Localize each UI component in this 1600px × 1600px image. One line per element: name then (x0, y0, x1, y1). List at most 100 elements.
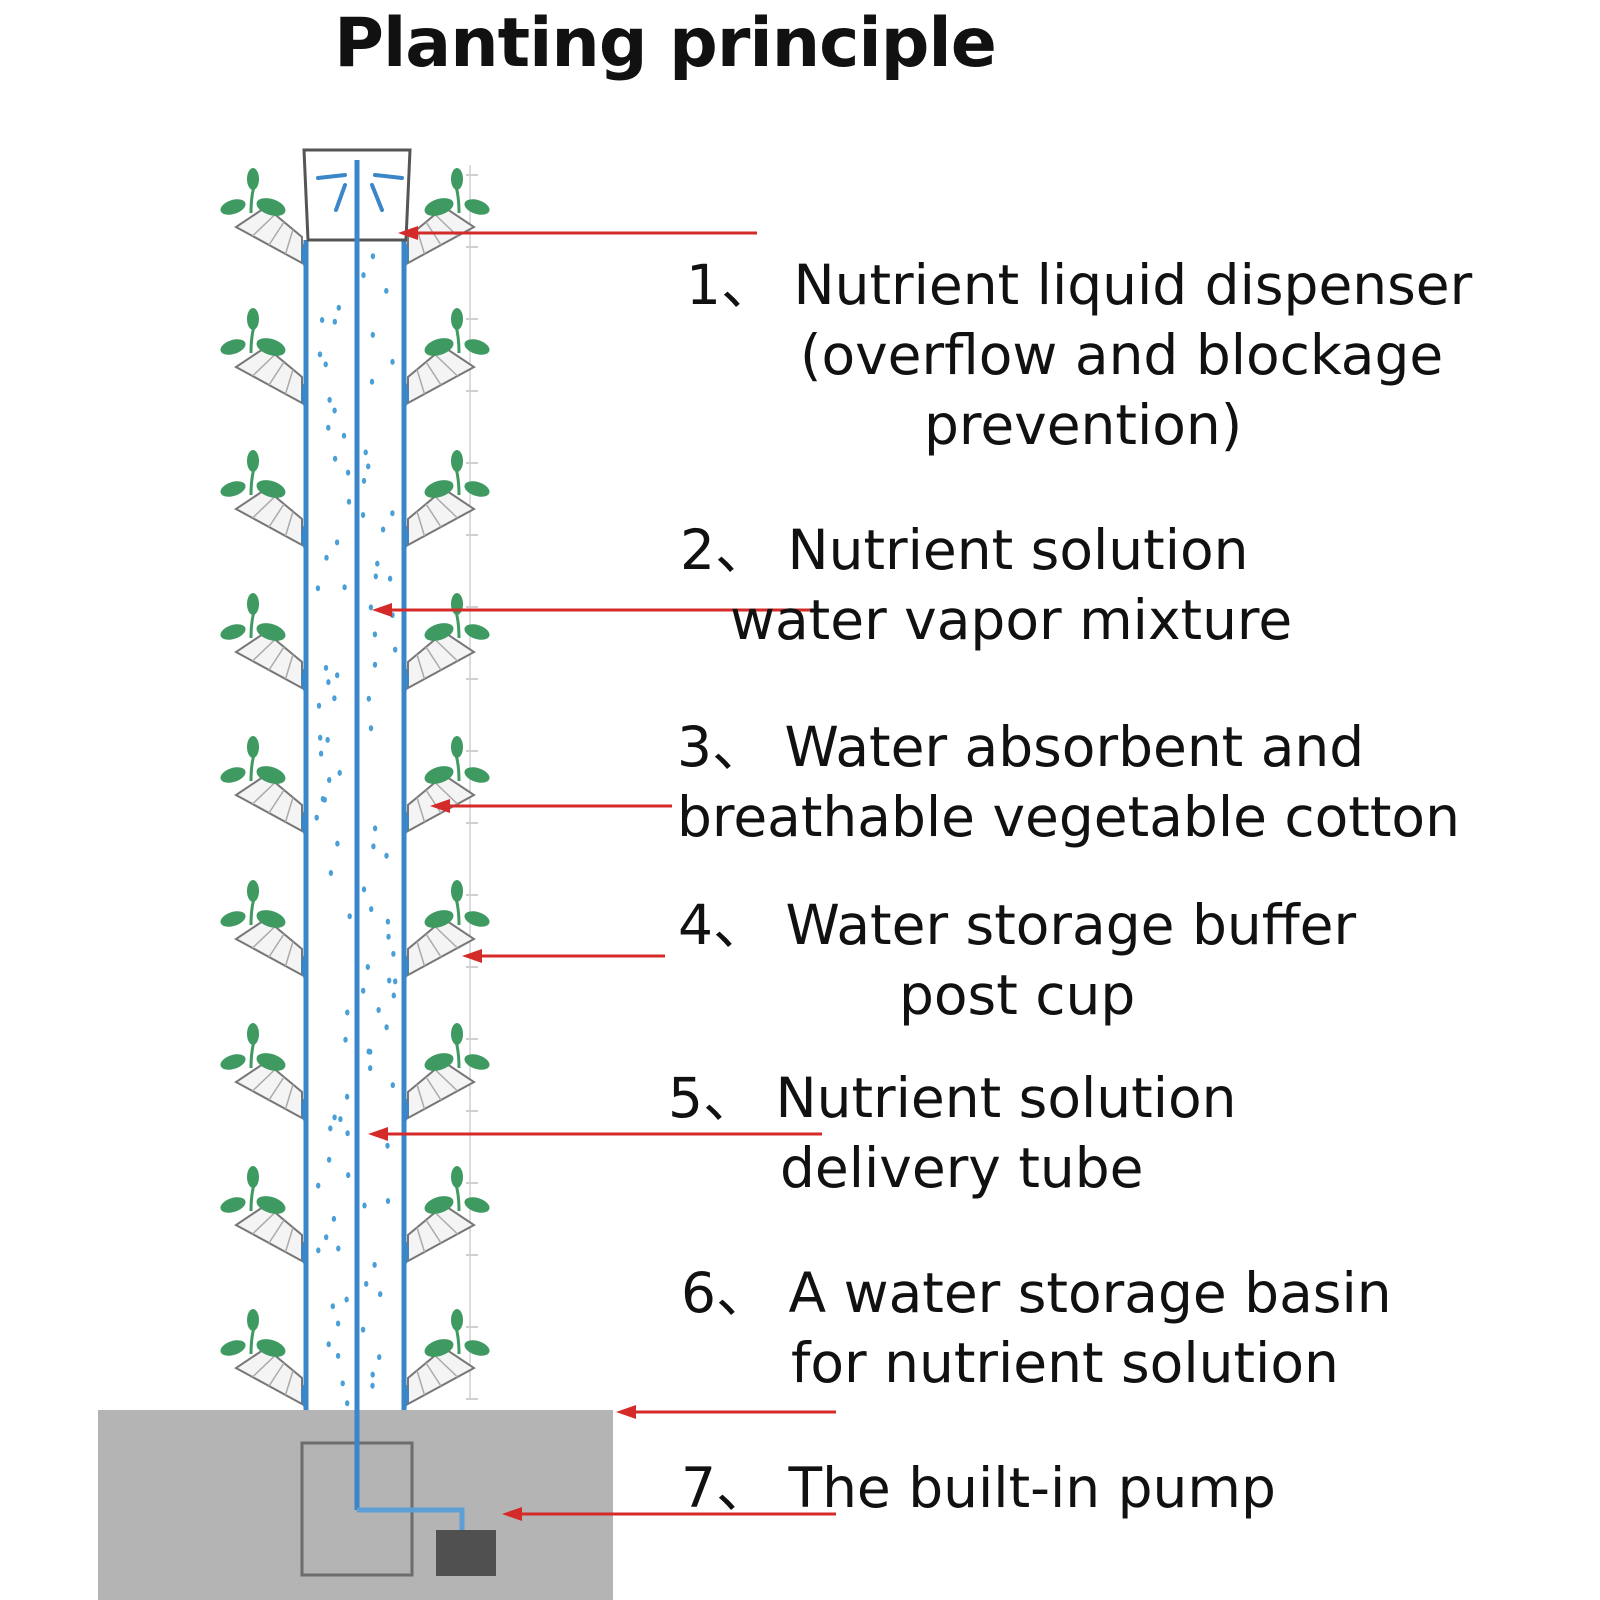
droplet (346, 1172, 351, 1179)
droplet (370, 253, 376, 260)
plant-cup-left-7 (220, 1023, 308, 1123)
droplet (368, 604, 374, 611)
droplet (319, 317, 325, 323)
droplet (331, 1215, 337, 1222)
droplet (391, 992, 396, 999)
droplet (387, 977, 392, 984)
droplet (326, 1156, 332, 1163)
droplet (332, 1114, 337, 1121)
droplet (365, 964, 370, 970)
plant-cup-left-2 (220, 308, 308, 408)
droplet (384, 287, 389, 294)
droplet (390, 358, 395, 365)
plant-cup-right-5 (402, 736, 490, 836)
plant-cup-right-7 (402, 1023, 490, 1123)
droplet (366, 695, 371, 702)
droplet (337, 769, 342, 776)
droplet (373, 573, 378, 580)
arrow-3 (430, 799, 672, 813)
droplet (370, 331, 375, 338)
droplet (361, 477, 367, 484)
droplet (390, 510, 395, 517)
plant-cup-left-1 (220, 168, 308, 268)
label-2-vapor-mixture: 2、 Nutrient solution water vapor mixture (680, 518, 1293, 652)
droplet (326, 679, 331, 686)
arrow-1 (398, 226, 757, 240)
droplet (332, 695, 337, 702)
droplet (325, 736, 330, 743)
droplet (326, 1341, 331, 1348)
page-title: Planting principle (334, 4, 997, 83)
droplet (369, 906, 374, 913)
droplet (386, 933, 391, 940)
droplet (326, 424, 331, 431)
droplet (328, 870, 334, 876)
droplet (332, 455, 338, 462)
droplet (360, 1326, 366, 1333)
droplet (332, 318, 337, 325)
droplet (340, 1380, 345, 1387)
droplet (328, 1125, 333, 1132)
droplet (335, 1352, 341, 1359)
droplet (338, 1116, 343, 1123)
droplet (347, 913, 352, 920)
droplet (336, 1245, 341, 1252)
droplet (375, 560, 380, 567)
plant-cup-right-1 (402, 168, 490, 268)
droplet (364, 1280, 369, 1287)
plant-cup-right-4 (402, 593, 490, 693)
arrow-5 (368, 1127, 822, 1141)
droplet (316, 702, 322, 709)
droplet (393, 646, 398, 653)
plant-cup-left-3 (220, 450, 308, 550)
droplet (323, 664, 329, 671)
arrow-4 (462, 949, 665, 963)
droplet (385, 1198, 391, 1204)
droplet (316, 1247, 321, 1254)
droplet (315, 585, 321, 592)
arrow-6 (616, 1405, 836, 1419)
label-6-storage-basin: 6、 A water storage basin for nutrient so… (681, 1261, 1392, 1395)
droplet (334, 539, 340, 546)
droplet (361, 272, 366, 279)
droplet (360, 512, 366, 518)
droplet (371, 843, 376, 850)
arrow-2 (372, 603, 820, 617)
droplet (344, 1296, 349, 1303)
droplet (323, 361, 328, 368)
droplet (385, 918, 391, 925)
plant-cup-right-6 (402, 880, 490, 980)
droplet (324, 1234, 329, 1241)
plant-cup-left-8 (220, 1166, 308, 1266)
dispenser-spray (316, 173, 404, 212)
droplet (336, 304, 341, 311)
plant-cup-right-3 (402, 450, 490, 550)
droplet (345, 1400, 350, 1407)
droplet (317, 351, 323, 358)
built-in-pump (436, 1530, 496, 1576)
droplet (344, 1093, 350, 1100)
droplet (318, 734, 323, 741)
droplet (346, 498, 352, 505)
droplet (345, 1009, 350, 1016)
label-3-vegetable-cotton: 3、 Water absorbent and breathable vegeta… (677, 715, 1460, 849)
droplet (368, 1048, 373, 1055)
droplet (362, 1202, 367, 1209)
plant-cup-left-5 (220, 736, 308, 836)
scale-guide-ticks (466, 174, 478, 1400)
droplet (324, 554, 329, 561)
arrow-7 (502, 1507, 836, 1521)
droplet (372, 631, 378, 638)
droplet (370, 1382, 375, 1389)
droplet (393, 978, 398, 985)
droplet (335, 672, 340, 679)
droplet (361, 886, 367, 893)
plant-cup-right-9 (402, 1309, 490, 1409)
droplet (322, 796, 327, 803)
droplet (368, 725, 374, 732)
droplet (343, 1036, 348, 1043)
droplet (361, 987, 366, 994)
droplet (327, 777, 332, 783)
droplet (370, 1371, 375, 1378)
droplet (385, 1142, 390, 1149)
